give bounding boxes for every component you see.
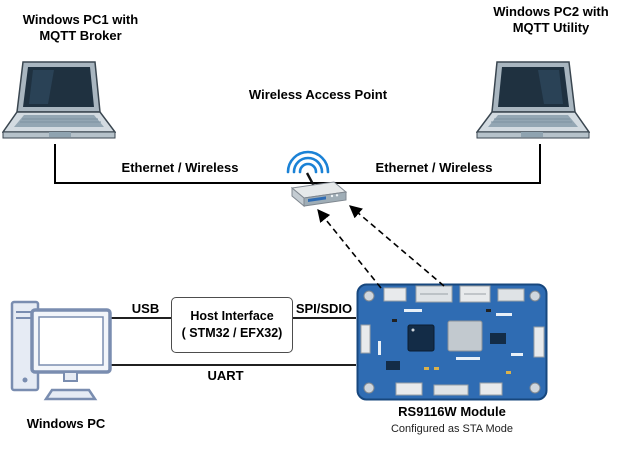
laptop-left-icon [1,60,117,144]
module-name: RS9116W Module [398,404,506,419]
pc1-label-line2: MQTT Broker [39,28,122,43]
host-interface-line2: ( STM32 / EFX32) [181,326,283,340]
wireless-link-arrow-left [317,209,382,289]
rs9116-board-icon [356,283,548,401]
wifi-waves-icon [286,150,330,174]
desktop-pc-icon [8,296,114,408]
module-subtitle: Configured as STA Mode [390,423,514,435]
wireless-link-arrow-right [349,205,445,287]
pc1-label: Windows PC1 with MQTT Broker [8,12,153,44]
spi-sdio-label: SPI/SDIO [295,301,353,316]
uart-label: UART [207,368,244,383]
ethernet-bus-line [54,144,541,184]
usb-label: USB [131,301,160,316]
pc2-label-line1: Windows PC2 with [493,4,609,19]
ethernet-right-label: Ethernet / Wireless [375,160,493,175]
windows-pc-label: Windows PC [26,416,106,431]
module-label: RS9116W Module Configured as STA Mode [372,404,532,436]
laptop-right-icon [475,60,591,144]
wireless-access-point-icon [282,132,348,208]
host-interface-line1: Host Interface [190,309,274,323]
pc2-label: Windows PC2 with MQTT Utility [472,4,630,36]
access-point-label: Wireless Access Point [248,87,388,102]
pc1-label-line1: Windows PC1 with [22,12,139,27]
host-interface-box: Host Interface ( STM32 / EFX32) [171,297,293,353]
ethernet-left-label: Ethernet / Wireless [121,160,239,175]
pc2-label-line2: MQTT Utility [512,20,590,35]
